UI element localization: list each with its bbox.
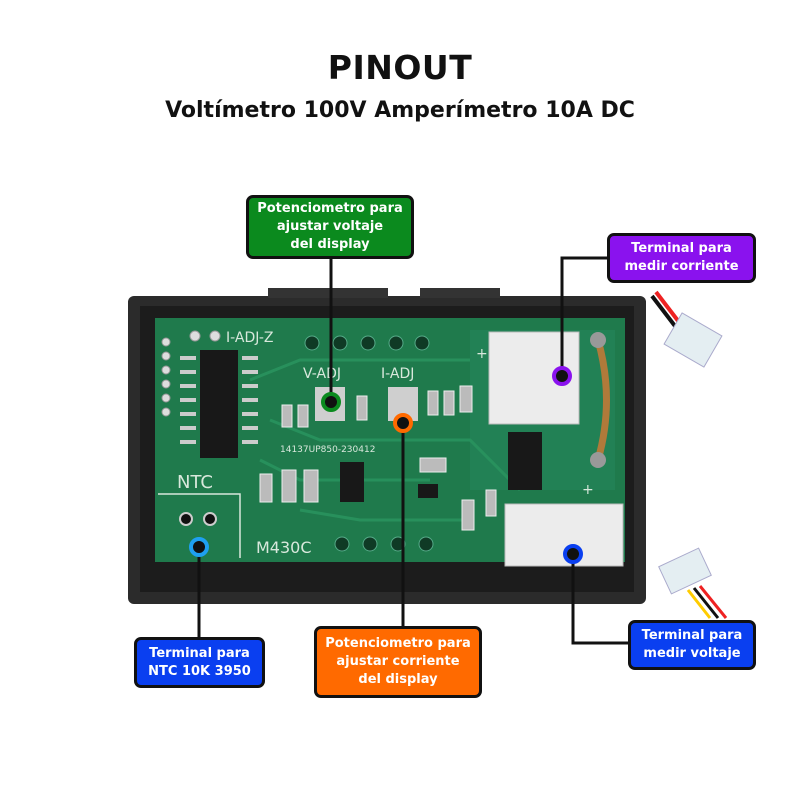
callout-voltage-pot: Potenciometro para ajustar voltaje del d… [246, 195, 414, 259]
leader-current-terminal [560, 256, 607, 376]
silk-plus-current: + [476, 346, 488, 362]
callout-line: Potenciometro para [325, 636, 471, 651]
marker-current-terminal [552, 366, 572, 386]
marker-voltage-pot [321, 392, 341, 412]
silk-model: M430C [256, 538, 312, 557]
current-cable-plug [650, 290, 723, 368]
marker-current-pot [393, 413, 413, 433]
page-title: PINOUT [327, 48, 473, 87]
callout-line: medir corriente [624, 259, 739, 274]
silk-i-adj-z: I-ADJ-Z [226, 330, 274, 346]
leader-voltage-terminal [571, 554, 628, 645]
main-ic [200, 350, 238, 458]
marker-voltage-terminal [563, 544, 583, 564]
callout-ntc-terminal: Terminal para NTC 10K 3950 [134, 637, 265, 688]
shunt-resistor [594, 339, 610, 461]
callout-line: ajustar corriente [336, 654, 460, 669]
callout-line: Potenciometro para [257, 201, 403, 216]
silk-part-code: 14137UP850-230412 [280, 445, 375, 455]
callout-current-pot: Potenciometro para ajustar corriente del… [314, 626, 482, 698]
callout-voltage-terminal: Terminal para medir voltaje [628, 620, 756, 670]
voltage-cable-plug [658, 547, 728, 619]
callout-line: NTC 10K 3950 [148, 663, 251, 679]
callout-line: medir voltaje [643, 646, 741, 661]
secondary-ic [508, 432, 542, 490]
silk-ntc: NTC [177, 472, 213, 493]
marker-ntc [189, 537, 209, 557]
silk-plus-voltage: + [582, 482, 594, 498]
page-subtitle: Voltímetro 100V Amperímetro 10A DC [165, 98, 635, 123]
silk-v-adj: V-ADJ [303, 366, 341, 382]
callout-line: del display [290, 237, 370, 252]
silk-i-adj: I-ADJ [381, 366, 414, 382]
callout-line: del display [358, 672, 438, 687]
callout-line: ajustar voltaje [276, 219, 384, 234]
callout-current-terminal: Terminal para medir corriente [607, 233, 756, 283]
callout-line: Terminal para [641, 628, 743, 643]
callout-line: Terminal para [631, 241, 732, 256]
callout-line: Terminal para [149, 645, 250, 661]
